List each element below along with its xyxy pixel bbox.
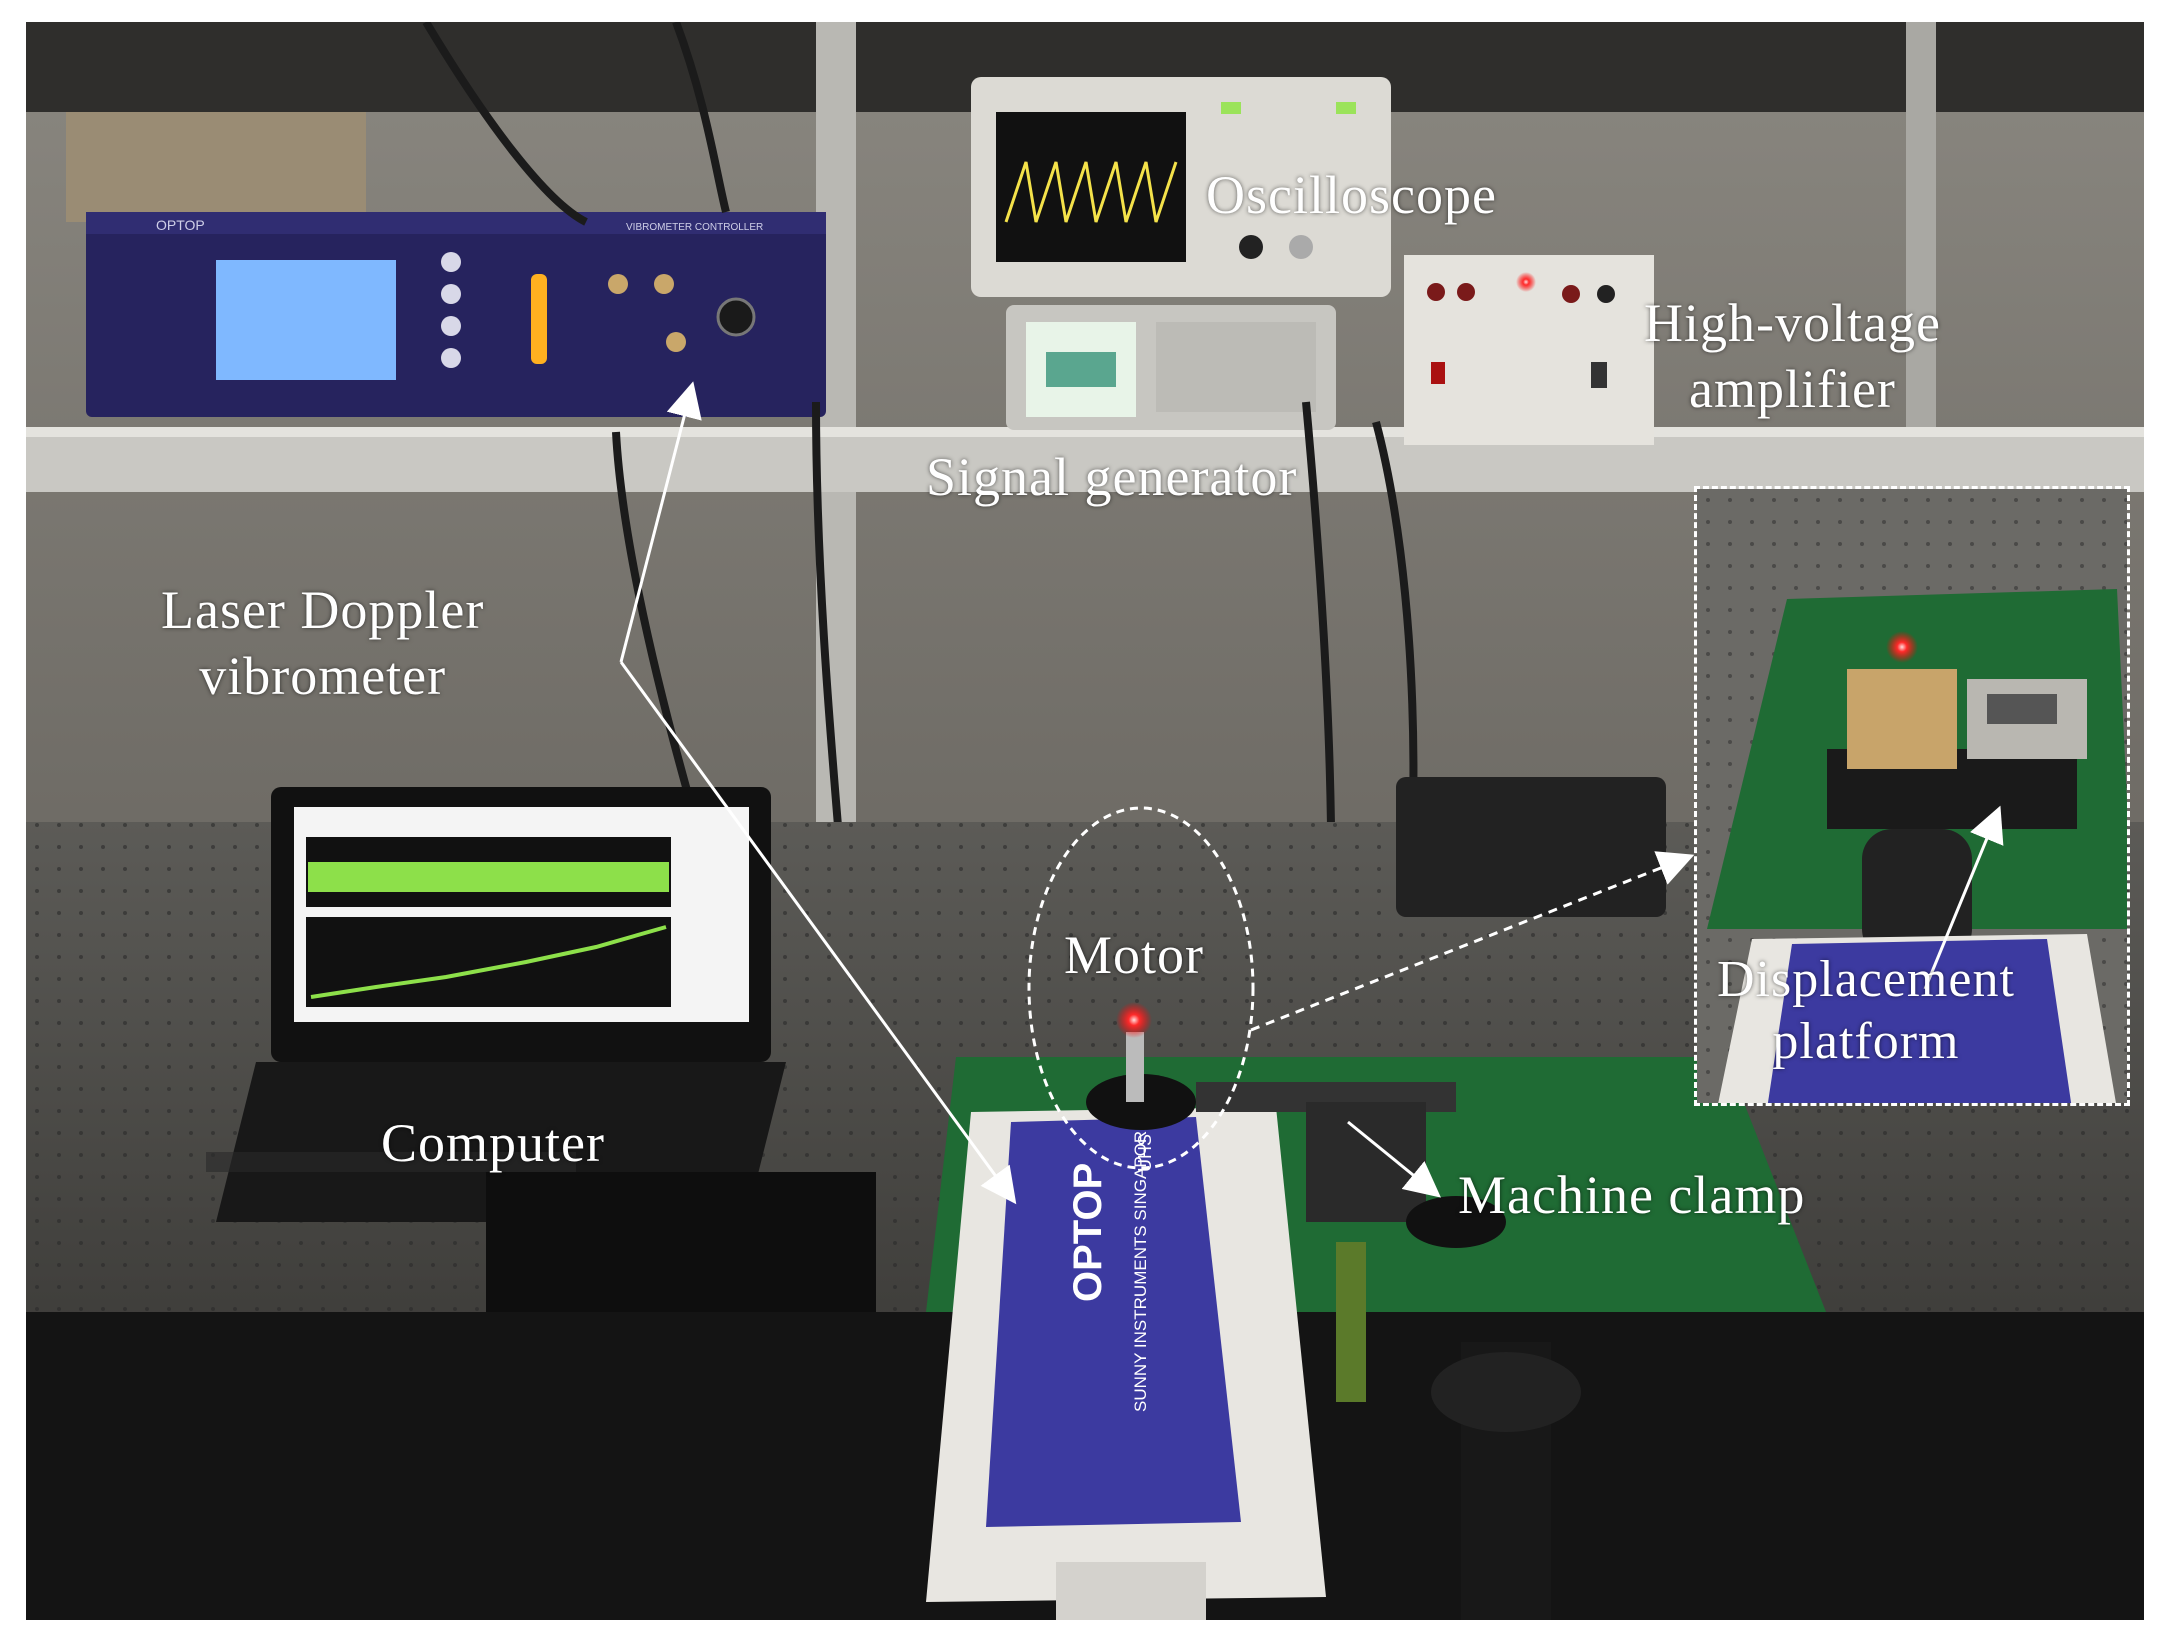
head-model-text: UHS xyxy=(1135,1134,1155,1172)
arrow-to-inset xyxy=(1250,851,1695,1032)
displacement-platform-inset: Displacement platform xyxy=(1694,486,2130,1106)
label-vibrometer-line1: Laser Doppler xyxy=(161,580,485,640)
lab-setup-photo: OPTOP VIBROMETER CONTROLLER xyxy=(26,22,2144,1620)
shelf-beam-top xyxy=(26,427,2144,437)
inset-screw xyxy=(1987,694,2057,724)
label-amplifier-line1: High-voltage xyxy=(1644,293,1941,353)
computer-device xyxy=(206,787,876,1312)
label-amplifier: High-voltage amplifier xyxy=(1644,290,1941,422)
label-oscilloscope-text: Oscilloscope xyxy=(1206,165,1497,225)
laser-doppler-head: OPTOP SUNNY INSTRUMENTS SINGAPORE UHS xyxy=(926,1107,1326,1620)
label-computer: Computer xyxy=(381,1110,605,1176)
label-machine-clamp-text: Machine clamp xyxy=(1458,1165,1806,1225)
signal-generator-device xyxy=(1006,305,1336,430)
motor-highlight-circle xyxy=(1027,806,1255,1170)
annotation-arrows xyxy=(619,381,1695,1205)
label-platform-line2: platform xyxy=(1772,1013,1960,1070)
inset-laser-spot xyxy=(1886,631,1918,663)
arrow-to-head xyxy=(619,661,1017,1205)
inset-arrow xyxy=(1923,805,2004,990)
controller-brand-text: OPTOP xyxy=(156,217,205,233)
head-maker-text: SUNNY INSTRUMENTS SINGAPORE xyxy=(1131,1119,1150,1412)
oscilloscope-device xyxy=(971,77,1391,297)
label-machine-clamp: Machine clamp xyxy=(1458,1162,1805,1228)
label-amplifier-line2: amplifier xyxy=(1689,359,1896,419)
inset-head-panel xyxy=(1767,939,2072,1103)
label-oscilloscope: Oscilloscope xyxy=(1206,162,1497,228)
label-vibrometer: Laser Doppler vibrometer xyxy=(161,577,484,709)
inset-motor-body xyxy=(1862,829,1972,959)
shelf-beam xyxy=(26,432,2144,492)
foam-pad xyxy=(1396,777,1666,917)
arrow-to-controller xyxy=(619,381,702,663)
arrow-to-clamp xyxy=(1347,1120,1441,1198)
motor-and-clamp xyxy=(1086,1002,1581,1620)
label-motor: Motor xyxy=(1064,922,1204,988)
label-displacement-platform: Displacement platform xyxy=(1717,949,2015,1073)
label-platform-line1: Displacement xyxy=(1717,951,2015,1008)
controller-model-text: VIBROMETER CONTROLLER xyxy=(626,222,763,233)
label-computer-text: Computer xyxy=(381,1113,605,1173)
label-motor-text: Motor xyxy=(1064,925,1204,985)
label-signal-generator-text: Signal generator xyxy=(926,447,1298,507)
vibrometer-controller: OPTOP VIBROMETER CONTROLLER xyxy=(86,212,826,417)
label-signal-generator: Signal generator xyxy=(926,444,1297,510)
head-brand-text: OPTOP xyxy=(1066,1163,1110,1302)
inset-scene xyxy=(1697,489,2127,1103)
label-vibrometer-line2: vibrometer xyxy=(199,646,447,706)
inset-clamp-body xyxy=(1847,669,1957,769)
high-voltage-amplifier-device xyxy=(1404,255,1654,445)
boxes-background xyxy=(66,112,366,222)
